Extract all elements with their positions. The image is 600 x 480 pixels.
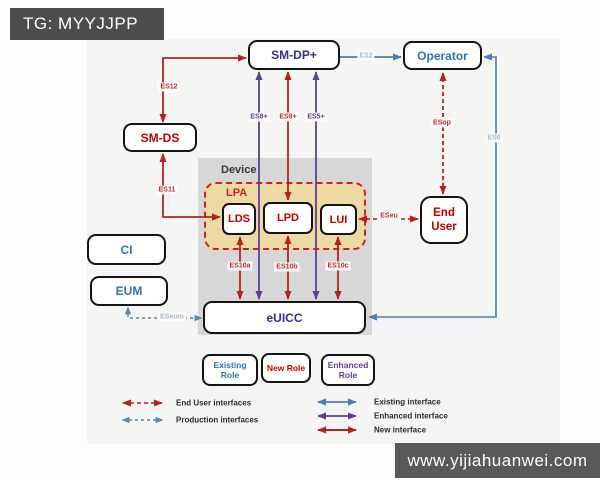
- node-euicc[interactable]: eUICC: [203, 301, 366, 334]
- interface-label-es9: ES9+: [277, 112, 299, 122]
- interface-label-es11: ES11: [156, 185, 178, 195]
- es12-arrow: [159, 54, 247, 123]
- watermark-top: TG: MYYJJPP: [10, 8, 164, 40]
- node-sm-dp-plus[interactable]: SM-DP+: [248, 40, 340, 70]
- interface-label-eseum: ESeum: [158, 312, 186, 322]
- legend-enduser-label: End User interfaces: [176, 398, 252, 408]
- es11-arrow: [159, 153, 221, 221]
- interface-label-es10c: ES10c: [325, 261, 351, 271]
- node-lui[interactable]: LUI: [320, 204, 357, 235]
- interface-label-es10a: ES10a: [227, 261, 253, 271]
- node-sm-ds[interactable]: SM-DS: [123, 123, 197, 152]
- interface-label-eseu: ESeu: [378, 211, 400, 221]
- legend-enhanced-label: Enhanced interface: [374, 411, 448, 421]
- legend-enhanced-role-box: Enhanced Role: [321, 354, 375, 386]
- interface-label-es2: ES2: [357, 51, 375, 61]
- es6-arrow: [368, 53, 497, 321]
- legend-new-role-box: New Role: [261, 353, 311, 383]
- lpa-label: LPA: [226, 187, 248, 199]
- node-lpd[interactable]: LPD: [263, 202, 313, 234]
- node-eum[interactable]: EUM: [90, 276, 168, 306]
- interface-label-es12: ES12: [158, 82, 180, 92]
- node-end-user[interactable]: End User: [420, 196, 468, 244]
- legend-existing-role-box: Existing Role: [202, 354, 258, 386]
- node-ci[interactable]: CI: [87, 234, 166, 265]
- node-lds[interactable]: LDS: [222, 203, 256, 235]
- node-operator[interactable]: Operator: [403, 41, 482, 70]
- watermark-bottom: www.yijiahuanwei.com: [395, 443, 600, 478]
- interface-label-es10b: ES10b: [274, 262, 300, 272]
- legend-new-label: New interface: [374, 425, 427, 435]
- interface-label-esop: ESop: [431, 118, 453, 128]
- device-label: Device: [221, 164, 257, 176]
- interface-label-es5: ES5+: [305, 112, 327, 122]
- legend-existing-label: Existing interface: [374, 397, 441, 407]
- interface-label-es8: ES8+: [248, 112, 270, 122]
- interface-label-es6: ES6: [485, 133, 503, 143]
- legend-production-label: Production interfaces: [176, 415, 259, 425]
